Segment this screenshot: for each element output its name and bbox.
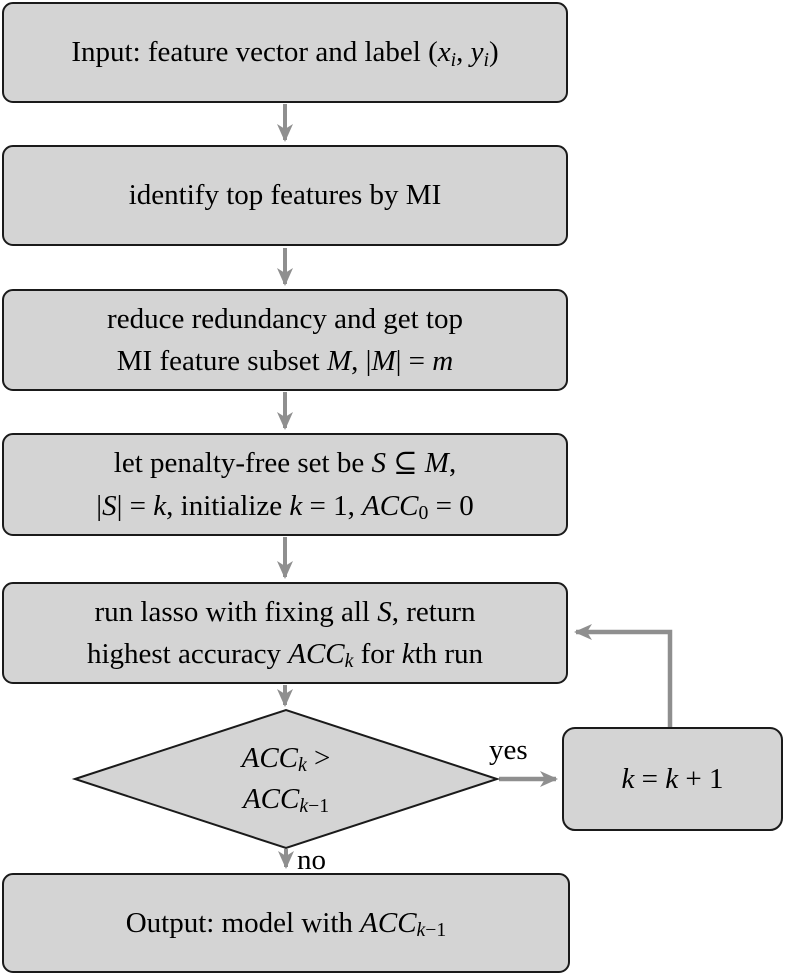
node-identify-label: identify top features by MI [128,179,442,212]
node-input: Input: feature vector and label (xi, yi) [2,2,568,103]
node-increment-k: k = k + 1 [562,727,783,831]
decision-label-line1: ACCk > [241,741,331,777]
arrow-increment-to-lasso [574,624,673,728]
node-increment-label: k = k + 1 [621,762,724,795]
edge-label-yes: yes [489,734,528,766]
node-output: Output: model with ACCk−1 [2,873,570,973]
node-output-label: Output: model with ACCk−1 [125,906,447,942]
node-reduce-redundancy: reduce redundancy and get top MI feature… [2,289,568,391]
node-lasso-label-line2: highest accuracy ACCk for kth run [86,638,484,673]
decision-label: ACCk > ACCk−1 [116,735,456,823]
node-init-label-line2: |S| = k, initialize k = 1, ACC0 = 0 [96,489,474,524]
node-lasso-label-line1: run lasso with fixing all S, return [94,595,476,628]
decision-diamond [71,708,501,850]
edge-label-no: no [297,844,326,876]
node-reduce-label-line1: reduce redundancy and get top [107,302,463,335]
node-run-lasso: run lasso with fixing all S, return high… [2,582,568,684]
decision-label-line2: ACCk−1 [242,783,330,818]
node-reduce-label-line2: MI feature subset M, |M| = m [116,345,454,377]
node-init-penalty-free-set: let penalty-free set be S ⊆ M, |S| = k, … [2,433,568,536]
node-identify-top-features: identify top features by MI [2,145,568,246]
node-init-label-line1: let penalty-free set be S ⊆ M, [113,447,457,480]
node-input-label: Input: feature vector and label (xi, yi) [71,36,499,71]
